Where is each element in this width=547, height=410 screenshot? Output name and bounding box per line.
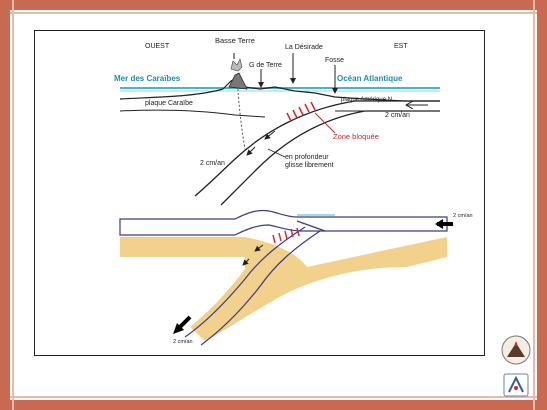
bottom-slab-arrow-1 (254, 244, 264, 252)
bottom-right-arrowhead (435, 219, 443, 229)
locked-zone-ticks (286, 101, 316, 122)
right-rate-label: 2 cm/an (385, 112, 410, 119)
slab-motion-arrow-1 (264, 130, 276, 140)
depth-label-line2: glisse librement (285, 162, 334, 169)
caribbean-plate-label: plaque Caraïbe (145, 100, 193, 107)
frame-left-inner (12, 0, 14, 410)
bottom-left-arrowhead (173, 323, 184, 334)
slab-top (194, 100, 440, 197)
frame-right-inner (533, 0, 535, 410)
bottom-left-rate-label: 2 cm/an (173, 339, 193, 345)
slab-band-bottom (200, 230, 321, 346)
grande-terre-label: G de Terre (249, 62, 282, 69)
fosse-label: Fosse (325, 57, 344, 64)
zone-leader-line (314, 112, 336, 134)
slab-bottom (220, 110, 440, 206)
bottom-locked-ticks (272, 227, 300, 244)
desirade-label: La Désirade (285, 44, 323, 51)
seafloor-line (119, 76, 440, 102)
frame-top (0, 0, 547, 10)
west-label: OUEST (145, 43, 170, 50)
ocean-label: Océan Atlantique (337, 74, 403, 83)
frame-bottom (0, 400, 547, 410)
slab-band-top (184, 226, 306, 338)
depth-label-line1: en profondeur (285, 154, 329, 161)
bottom-diagram: 2 cm/an 2 cm/an (119, 209, 473, 346)
right-sand-layer (307, 237, 447, 267)
slab-hinge (296, 220, 326, 232)
frame-right (537, 0, 547, 410)
depth-leader-line (267, 148, 286, 158)
east-label: EST (394, 43, 408, 50)
slab-motion-arrow-2 (246, 146, 256, 156)
left-rate-label: 2 cm/an (200, 160, 225, 167)
subduction-figure: OUEST EST Basse Terre G de Terre La Dési… (34, 30, 485, 356)
frame-top-inner (0, 12, 547, 14)
institute-logo (501, 370, 531, 400)
eruption-plume-icon (230, 58, 243, 72)
volcano-logo (501, 335, 531, 365)
upper-plate (119, 209, 448, 236)
top-diagram: OUEST EST Basse Terre G de Terre La Dési… (114, 36, 440, 206)
volcano-icon (228, 72, 248, 90)
zone-bloquee-label: Zone bloquée (333, 132, 379, 141)
magma-path (237, 88, 246, 150)
curved-sand-body (190, 237, 407, 341)
left-sand-layer (120, 237, 245, 257)
subduction-diagram: OUEST EST Basse Terre G de Terre La Dési… (114, 36, 473, 346)
sea-label: Mer des Caraïbes (114, 74, 181, 83)
american-plate-label: plaque Amérique N (341, 97, 392, 103)
bottom-slab-arrow-2 (242, 258, 250, 266)
bottom-right-rate-label: 2 cm/an (453, 213, 473, 219)
caribbean-plate-base (119, 109, 266, 118)
frame-left (0, 0, 10, 410)
frame-bottom-inner (0, 396, 547, 398)
basse-terre-label: Basse Terre (215, 36, 255, 45)
